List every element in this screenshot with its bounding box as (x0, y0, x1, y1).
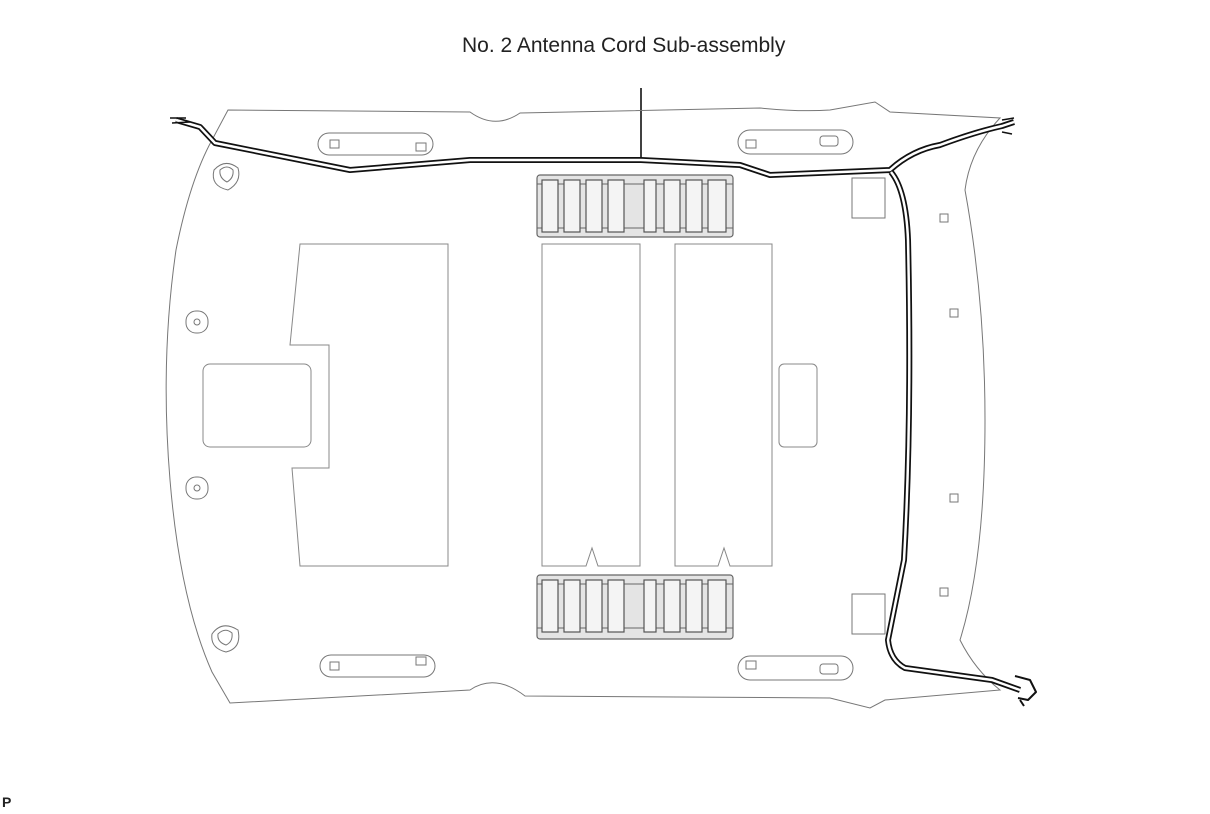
antenna-cord (170, 117, 1037, 707)
right-console-cutout (778, 363, 818, 448)
top-vent-grid (536, 174, 734, 238)
headliner-outline (165, 101, 1002, 709)
left-console-cutout (202, 363, 312, 448)
left-large-panel (289, 243, 449, 567)
left-clip-mounts (185, 163, 240, 653)
bottom-vent-grid (536, 574, 734, 640)
right-clip-mounts (851, 177, 959, 635)
figure-code: P (2, 794, 12, 810)
center-left-panel (541, 243, 641, 567)
callout-label: No. 2 Antenna Cord Sub-assembly (462, 34, 786, 57)
grip-recesses (317, 129, 854, 681)
center-right-panel (674, 243, 773, 567)
